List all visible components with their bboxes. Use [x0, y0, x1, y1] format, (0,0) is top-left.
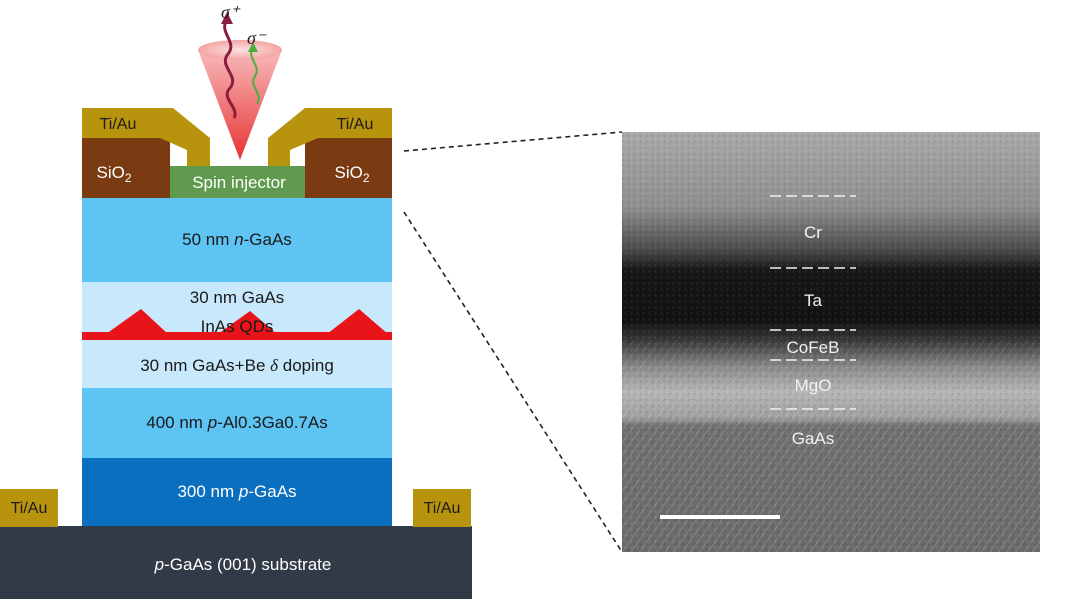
bottom-left-contact — [0, 489, 58, 527]
p-algaas-layer — [82, 388, 392, 458]
spin-injector-label: Spin injector — [192, 173, 286, 192]
sigma-plus-wave — [223, 19, 237, 119]
substrate-label: p-GaAs (001) substrate — [154, 555, 332, 574]
sigma-minus-arrow-icon — [248, 42, 258, 52]
zoom-line-top — [403, 131, 623, 152]
sio2-left-block — [82, 138, 170, 198]
excitation-light-cone — [198, 40, 282, 160]
sigma-minus-wave — [250, 47, 260, 105]
bottom-right-contact-label: Ti/Au — [424, 500, 461, 517]
be-doping-layer — [82, 340, 392, 388]
tem-label-mgo: MgO — [795, 376, 832, 395]
tem-image — [622, 132, 1040, 552]
top-right-contact — [268, 108, 392, 166]
sio2-right-label: SiO2 — [334, 163, 369, 185]
tem-label-ta: Ta — [804, 291, 823, 310]
qd-label: InAs QDs — [201, 317, 274, 336]
top-right-contact-label: Ti/Au — [337, 116, 374, 133]
sigma-minus-label: σ⁻ — [247, 28, 267, 48]
tem-label-gaas: GaAs — [792, 429, 835, 448]
tem-label-cofeb: CoFeB — [787, 338, 840, 357]
gaas-30-label: 30 nm GaAs — [190, 288, 285, 307]
n-gaas-label: 50 nm n-GaAs — [182, 230, 292, 249]
quantum-dot — [218, 311, 277, 334]
qd-layer — [82, 309, 392, 340]
quantum-dot — [327, 309, 388, 334]
p-algaas-label: 400 nm p-Al0.3Ga0.7As — [146, 413, 327, 432]
zoom-line-bottom — [403, 211, 623, 553]
bottom-right-contact — [413, 489, 471, 527]
sigma-plus-label: σ⁺ — [221, 2, 241, 22]
sigma-plus-arrow-icon — [221, 12, 233, 24]
substrate-layer — [0, 526, 472, 599]
tem-scale-bar — [660, 515, 780, 519]
p-gaas-layer — [82, 458, 392, 526]
top-left-contact-label: Ti/Au — [100, 116, 137, 133]
be-doping-label: 30 nm GaAs+Be δ doping — [140, 356, 334, 375]
bottom-left-contact-label: Ti/Au — [11, 500, 48, 517]
tem-label-cr: Cr — [804, 223, 822, 242]
top-left-contact — [82, 108, 210, 166]
sio2-left-label: SiO2 — [96, 163, 131, 185]
sio2-right-block — [305, 138, 392, 198]
quantum-dot — [106, 309, 168, 334]
p-gaas-label: 300 nm p-GaAs — [177, 482, 296, 501]
n-gaas-layer — [82, 198, 392, 282]
spin-injector-layer — [170, 166, 305, 198]
